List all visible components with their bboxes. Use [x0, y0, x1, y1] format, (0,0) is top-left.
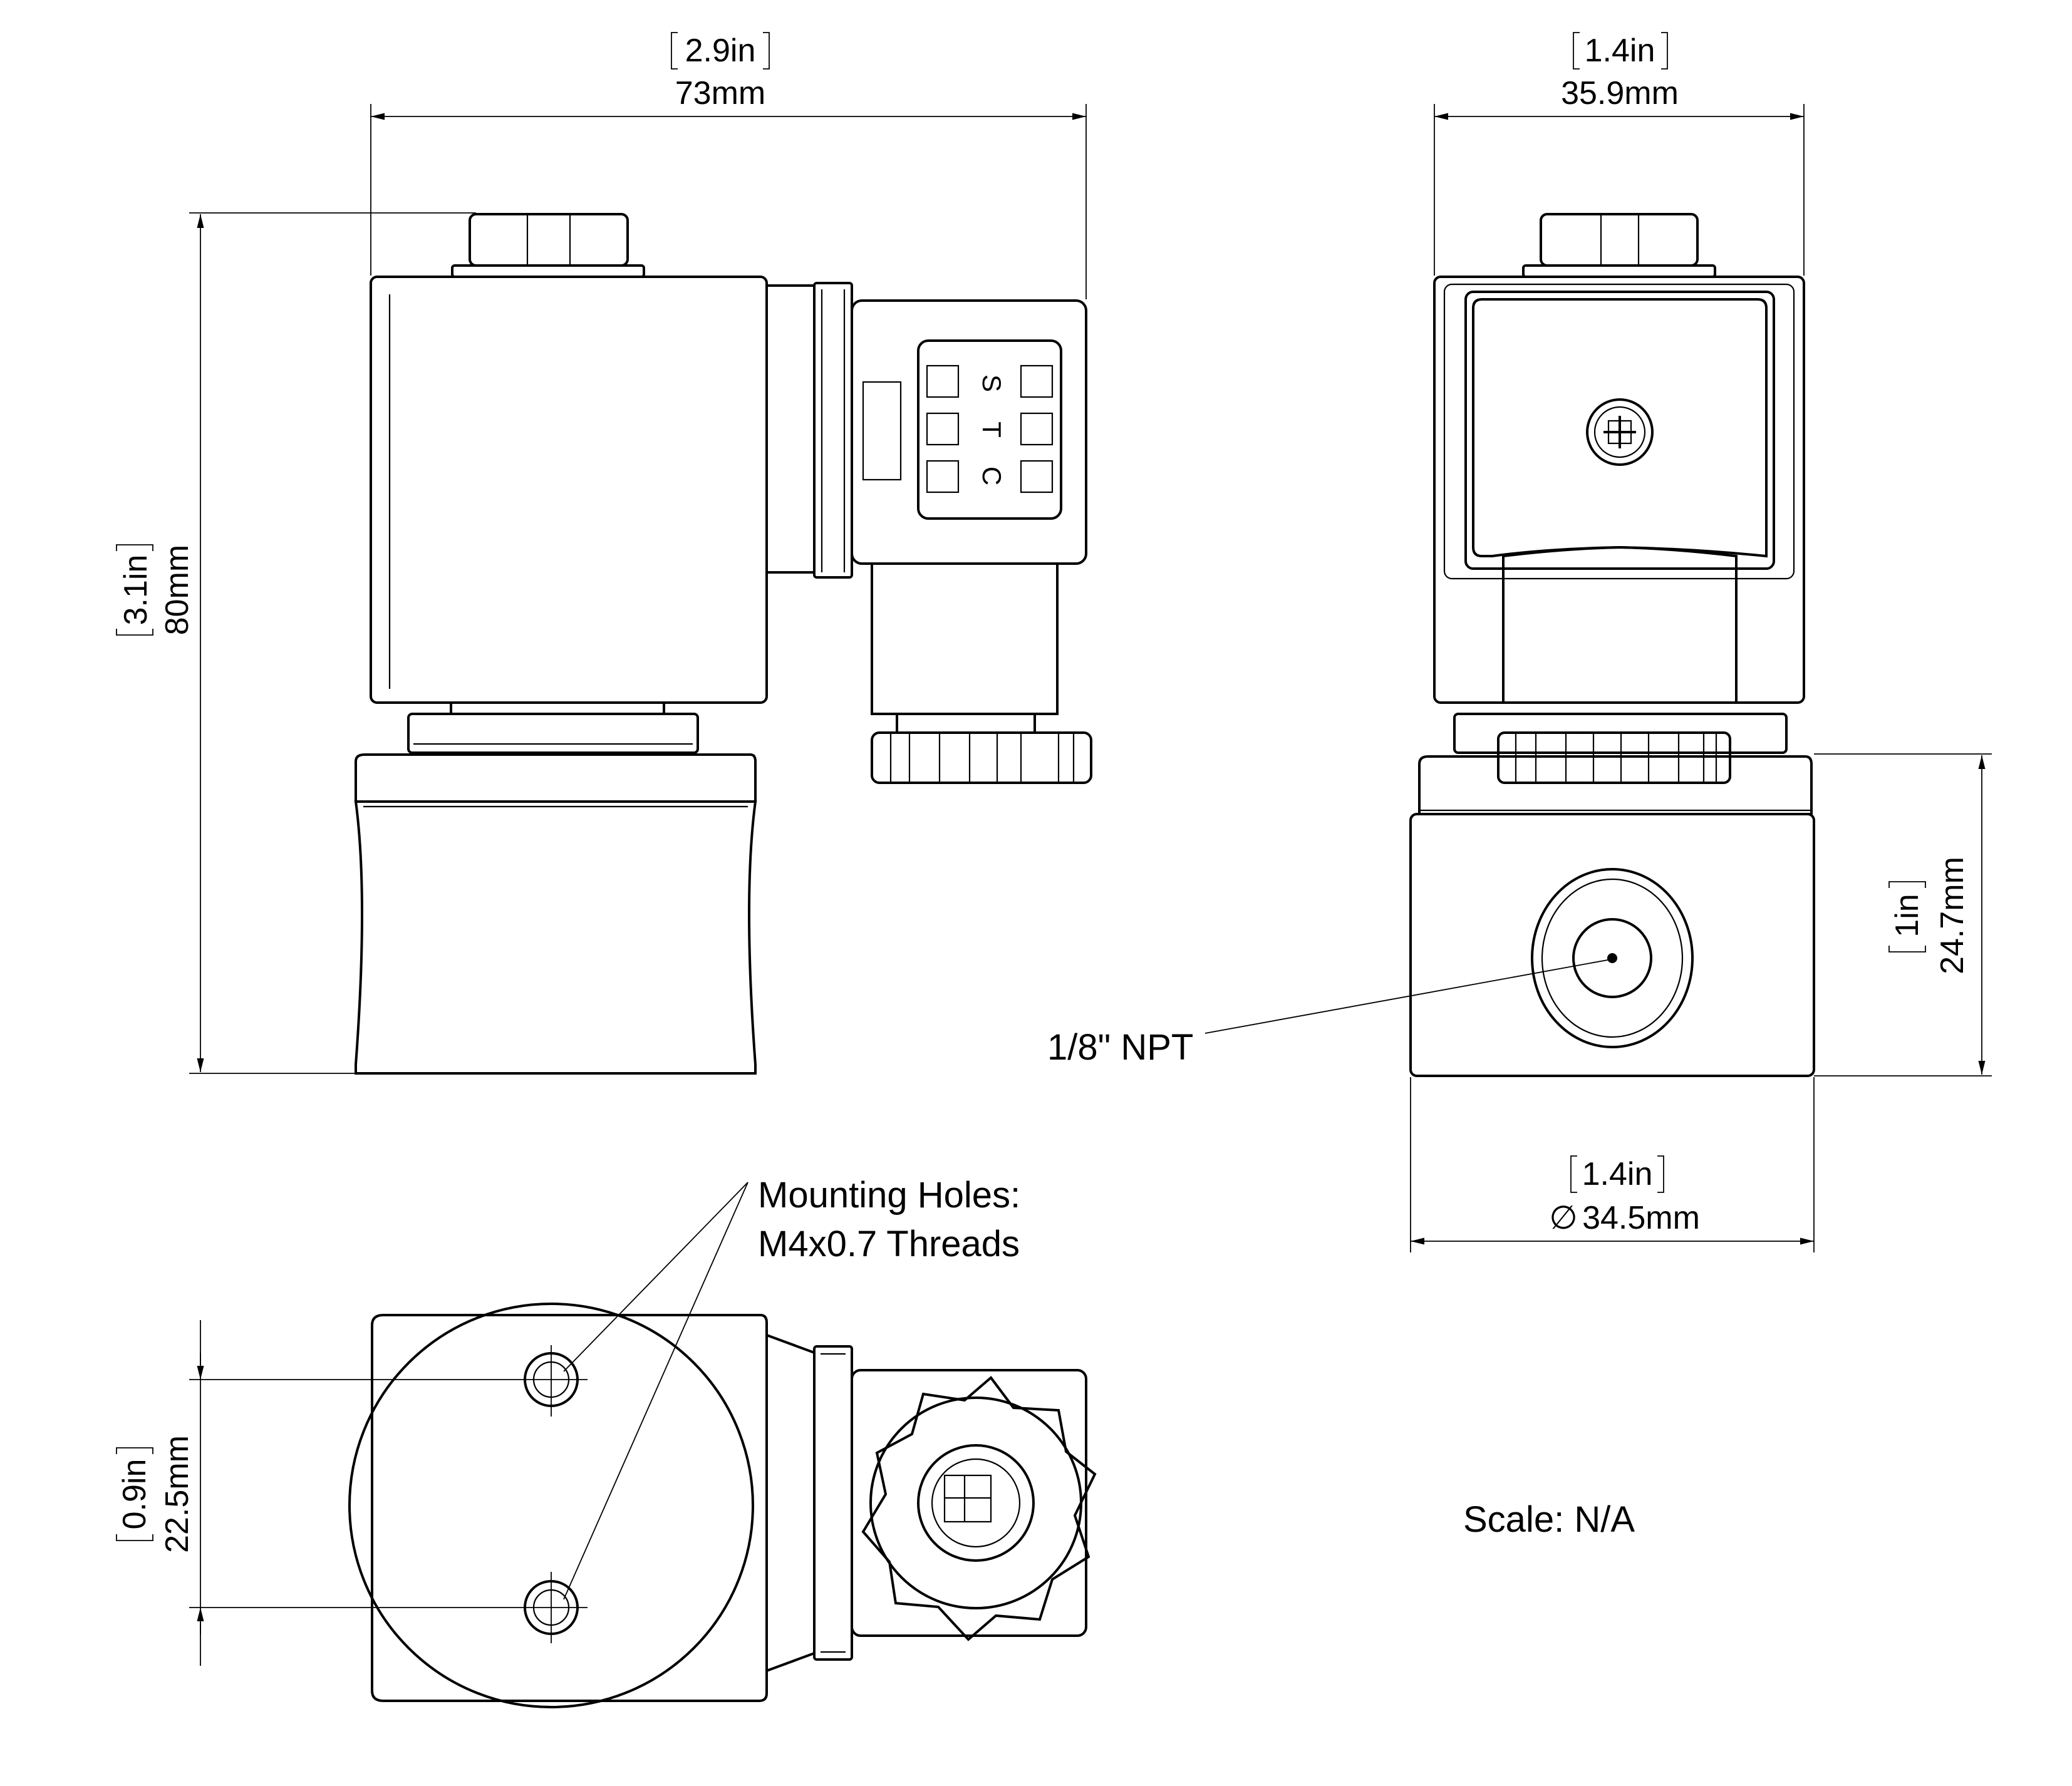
side-height-mm: 80mm — [159, 545, 195, 635]
front-coil-housing — [1433, 276, 1805, 704]
gland-nut — [871, 731, 1092, 784]
pin-label-t: T — [977, 421, 1007, 438]
top-nut — [451, 213, 645, 278]
front-width-mm: 35.9mm — [1561, 75, 1679, 111]
scale-label: Scale: N/A — [1463, 1499, 1635, 1540]
pin-label-s: S — [977, 374, 1007, 392]
side-height-inch: 3.1in — [118, 555, 154, 626]
hole-spacing-dimension: 0.9in 22.5mm — [116, 1320, 516, 1666]
mounting-hole-top — [516, 1345, 588, 1417]
connector-screw — [1586, 398, 1654, 466]
body-height-mm: 24.7mm — [1934, 857, 1971, 974]
coil-housing — [370, 276, 768, 704]
front-valve-body — [1409, 755, 1815, 1077]
diameter-symbol: ∅ — [1549, 1200, 1577, 1236]
pin-label-c: C — [977, 467, 1007, 485]
side-height-dimension: 3.1in 80mm — [116, 212, 476, 1074]
side-width-dimension: 2.9in 73mm — [370, 32, 1087, 299]
mounting-holes-callout: Mounting Holes: M4x0.7 Threads — [563, 1175, 1020, 1600]
bottom-connector — [851, 1369, 1087, 1637]
lower-collar — [407, 713, 699, 754]
side-width-mm: 73mm — [675, 75, 765, 111]
mounting-hole-bottom — [516, 1572, 588, 1643]
front-width-inch: 1.4in — [1585, 33, 1655, 69]
pin-panel: S T C — [917, 339, 1062, 520]
body-diameter-dimension: 1.4in ∅ 34.5mm — [1410, 1077, 1815, 1252]
front-top-nut — [1522, 213, 1716, 278]
npt-label: 1/8" NPT — [1047, 1027, 1193, 1068]
valve-body-circle — [348, 1303, 754, 1708]
npt-port — [1531, 868, 1694, 1048]
front-view — [1409, 213, 1815, 1077]
bottom-gland-knob — [861, 1376, 1097, 1641]
mounting-label-line1: Mounting Holes: — [758, 1175, 1020, 1216]
front-width-dimension: 1.4in 35.9mm — [1434, 32, 1805, 276]
hole-spacing-inch: 0.9in — [117, 1459, 153, 1530]
valve-body — [354, 753, 757, 1075]
side-view: S T C — [354, 213, 1092, 1075]
cable-gland — [871, 562, 1059, 715]
side-width-inch: 2.9in — [685, 33, 756, 69]
npt-callout: 1/8" NPT — [1047, 959, 1612, 1068]
mounting-label-line2: M4x0.7 Threads — [758, 1224, 1020, 1264]
body-diameter-inch: 1.4in — [1582, 1156, 1653, 1192]
stem — [450, 701, 665, 715]
hole-spacing-mm: 22.5mm — [159, 1435, 195, 1553]
bottom-view — [348, 1303, 1097, 1708]
body-height-dimension: 1in 24.7mm — [1814, 753, 1992, 1076]
body-diameter-mm: 34.5mm — [1582, 1200, 1700, 1236]
body-height-inch: 1in — [1889, 894, 1925, 937]
